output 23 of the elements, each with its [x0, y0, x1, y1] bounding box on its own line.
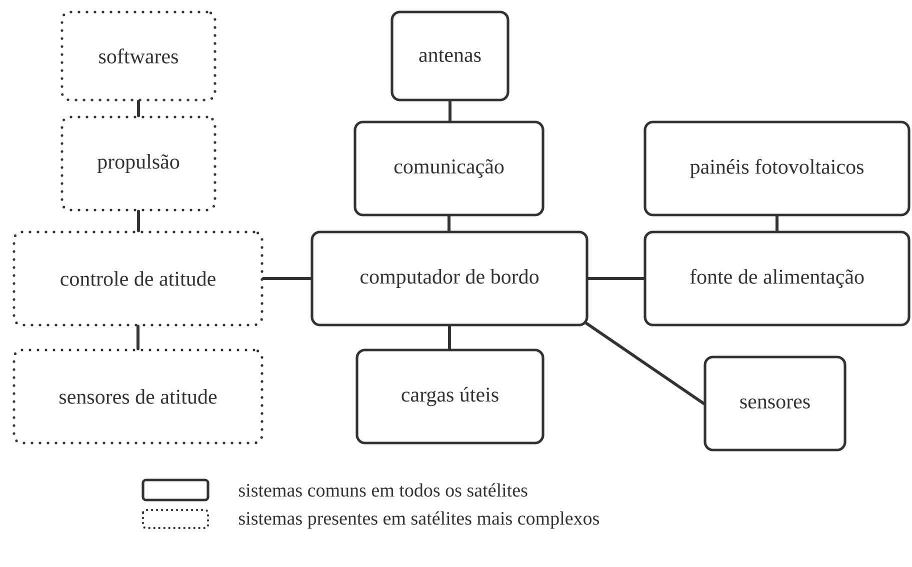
connector-line [448, 324, 451, 350]
dotted-box: propulsão [60, 116, 216, 212]
connector-line [136, 324, 140, 350]
connector-line [584, 322, 706, 405]
system-box: comunicação [354, 120, 544, 216]
dotted-box: sensores de atitude [12, 348, 264, 444]
system-box: fonte de alimentação [644, 230, 910, 326]
connector-line [586, 277, 646, 280]
connector-line [137, 100, 140, 118]
legend-text: sistemas presentes em satélites mais complexos [239, 511, 600, 529]
system-box: antenas [390, 10, 510, 102]
legend-text: sistemas comuns em todos os satélites [239, 483, 528, 497]
dotted-box: softwares [60, 10, 216, 102]
connector-line [448, 100, 452, 122]
dotted-box: controle de atitude [12, 230, 264, 326]
connector-line [776, 214, 778, 232]
connector-line [137, 210, 140, 232]
system-box: cargas úteis [356, 348, 544, 444]
system-box: computador de bordo [310, 230, 588, 326]
connector-line [262, 277, 312, 280]
system-box: painéis fotovoltaicos [644, 120, 910, 216]
connector-line [448, 214, 450, 232]
system-box: sensores [704, 356, 846, 452]
